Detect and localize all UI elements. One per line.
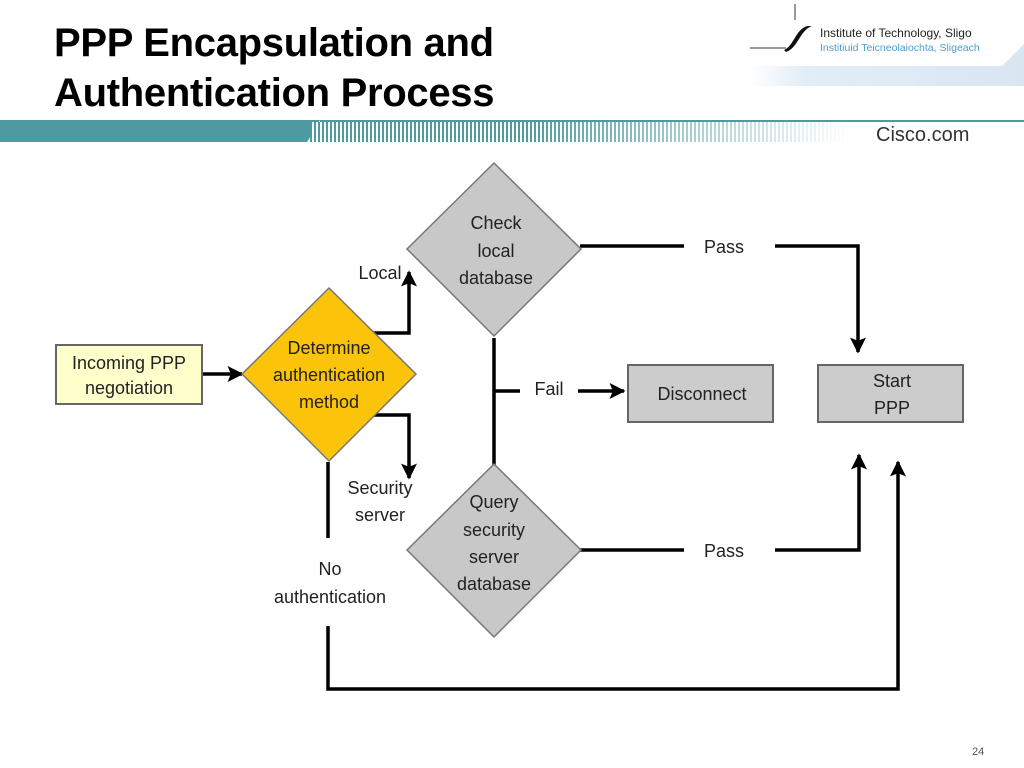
node-check-line-3: database: [459, 268, 533, 288]
edge-label-security-2: server: [355, 505, 405, 525]
banner-stripes: [310, 122, 850, 142]
logo-swoosh-icon: [750, 4, 812, 52]
edge-check-pass-right: [775, 244, 866, 354]
edge-determine-to-security: [373, 413, 417, 480]
node-start-line-2: PPP: [874, 398, 910, 418]
edge-label-security-1: Security: [347, 478, 412, 498]
edge-label-no-auth-1: No: [318, 559, 341, 579]
node-incoming: Incoming PPP negotiation: [55, 344, 203, 405]
cisco-brand: Cisco.com: [876, 124, 970, 146]
edge-determine-to-local: [373, 270, 417, 335]
title-line-2: Authentication Process: [54, 71, 495, 115]
edge-label-fail: Fail: [534, 379, 563, 399]
slide-title: PPP Encapsulation and Authentication Pro…: [54, 18, 494, 118]
node-incoming-line-1: Incoming PPP: [72, 353, 186, 373]
node-check-local: Check local database: [405, 161, 583, 338]
banner-solid: [0, 120, 320, 142]
node-check-line-1: Check: [470, 213, 522, 233]
institute-logo: Institute of Technology, Sligo Institiui…: [750, 0, 1024, 90]
node-incoming-line-2: negotiation: [85, 378, 173, 398]
edge-no-auth-lower: [326, 460, 906, 691]
edge-label-local: Local: [358, 263, 401, 283]
node-start-line-1: Start: [873, 371, 911, 391]
title-line-1: PPP Encapsulation and: [54, 21, 494, 65]
node-determine: Determine authentication method: [240, 286, 418, 463]
header-banner: [0, 120, 1024, 142]
node-disconnect-label: Disconnect: [657, 384, 746, 404]
node-query-line-4: database: [457, 574, 531, 594]
node-check-line-2: local: [477, 241, 514, 261]
node-determine-line-3: method: [299, 392, 359, 412]
banner-line: [320, 120, 1024, 122]
node-determine-line-1: Determine: [287, 338, 370, 358]
edge-query-pass-right: [775, 453, 867, 552]
node-determine-line-2: authentication: [273, 365, 385, 385]
logo-band: [750, 66, 1024, 86]
node-query-line-3: server: [469, 547, 519, 567]
edge-label-no-auth-2: authentication: [274, 587, 386, 607]
node-query-line-2: security: [463, 520, 525, 540]
node-query-server: Query security server database: [405, 462, 583, 639]
node-disconnect: Disconnect: [627, 364, 774, 423]
logo-triangle: [1002, 44, 1024, 66]
edge-label-pass-local: Pass: [704, 237, 744, 257]
page-number: 24: [972, 746, 985, 758]
logo-name: Institute of Technology, Sligo: [820, 26, 972, 40]
node-query-line-1: Query: [469, 492, 518, 512]
logo-subtitle: Institiuid Teicneolaiochta, Sligeach: [820, 42, 980, 54]
edge-label-pass-server: Pass: [704, 541, 744, 561]
node-start-ppp: Start PPP: [817, 364, 964, 423]
